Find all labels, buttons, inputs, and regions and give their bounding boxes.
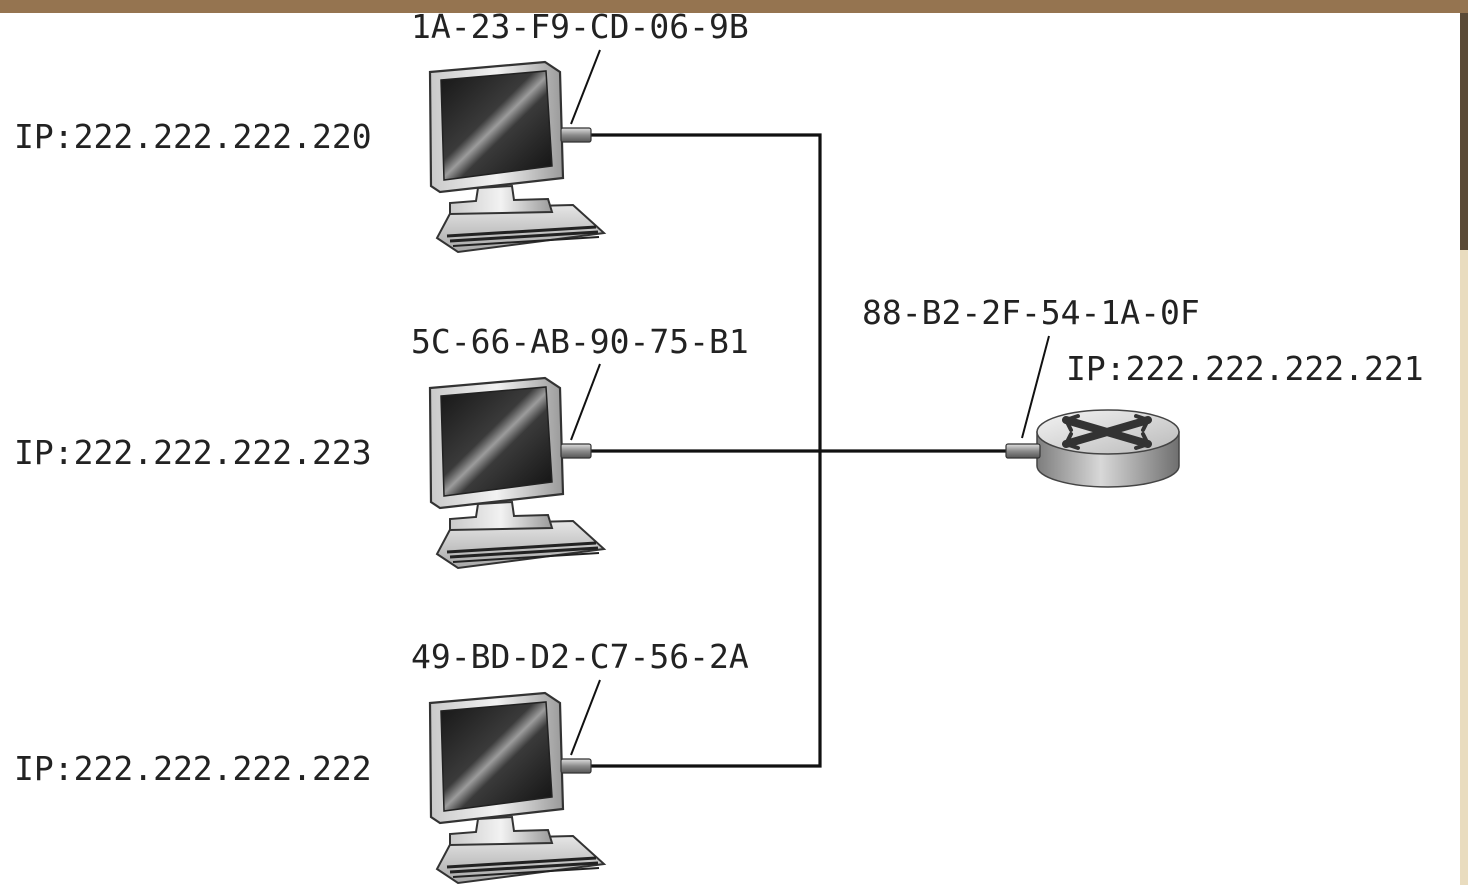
host-ip-label: IP:222.222.222.220 (14, 117, 372, 156)
router-mac-label: 88-B2-2F-54-1A-0F (862, 293, 1200, 332)
right-edge-strip-dark (1460, 13, 1468, 250)
computer-icon (428, 691, 606, 885)
router-icon (1005, 409, 1180, 488)
right-edge-strip (1460, 13, 1468, 885)
host-ip-label: IP:222.222.222.222 (14, 749, 372, 788)
mac-leader-line (570, 49, 601, 125)
router-ip-label: IP:222.222.222.221 (1066, 349, 1424, 388)
host-2: 5C-66-AB-90-75-B1 IP:222.222.222.223 (14, 322, 749, 570)
mac-leader-line (570, 679, 601, 756)
host-mac-label: 1A-23-F9-CD-06-9B (411, 7, 749, 46)
host-1: 1A-23-F9-CD-06-9B IP:222.222.222.220 (14, 7, 749, 254)
mac-leader-line (570, 363, 601, 441)
host-3: 49-BD-D2-C7-56-2A IP:222.222.222.222 (14, 637, 749, 885)
host-mac-label: 49-BD-D2-C7-56-2A (411, 637, 749, 676)
router: 88-B2-2F-54-1A-0F IP:222.222.222.221 (862, 293, 1424, 488)
computer-icon (428, 376, 606, 570)
top-bar (0, 0, 1468, 13)
host-mac-label: 5C-66-AB-90-75-B1 (411, 322, 749, 361)
mac-leader-line (1021, 335, 1050, 439)
host-ip-label: IP:222.222.222.223 (14, 433, 372, 472)
computer-icon (428, 60, 606, 254)
